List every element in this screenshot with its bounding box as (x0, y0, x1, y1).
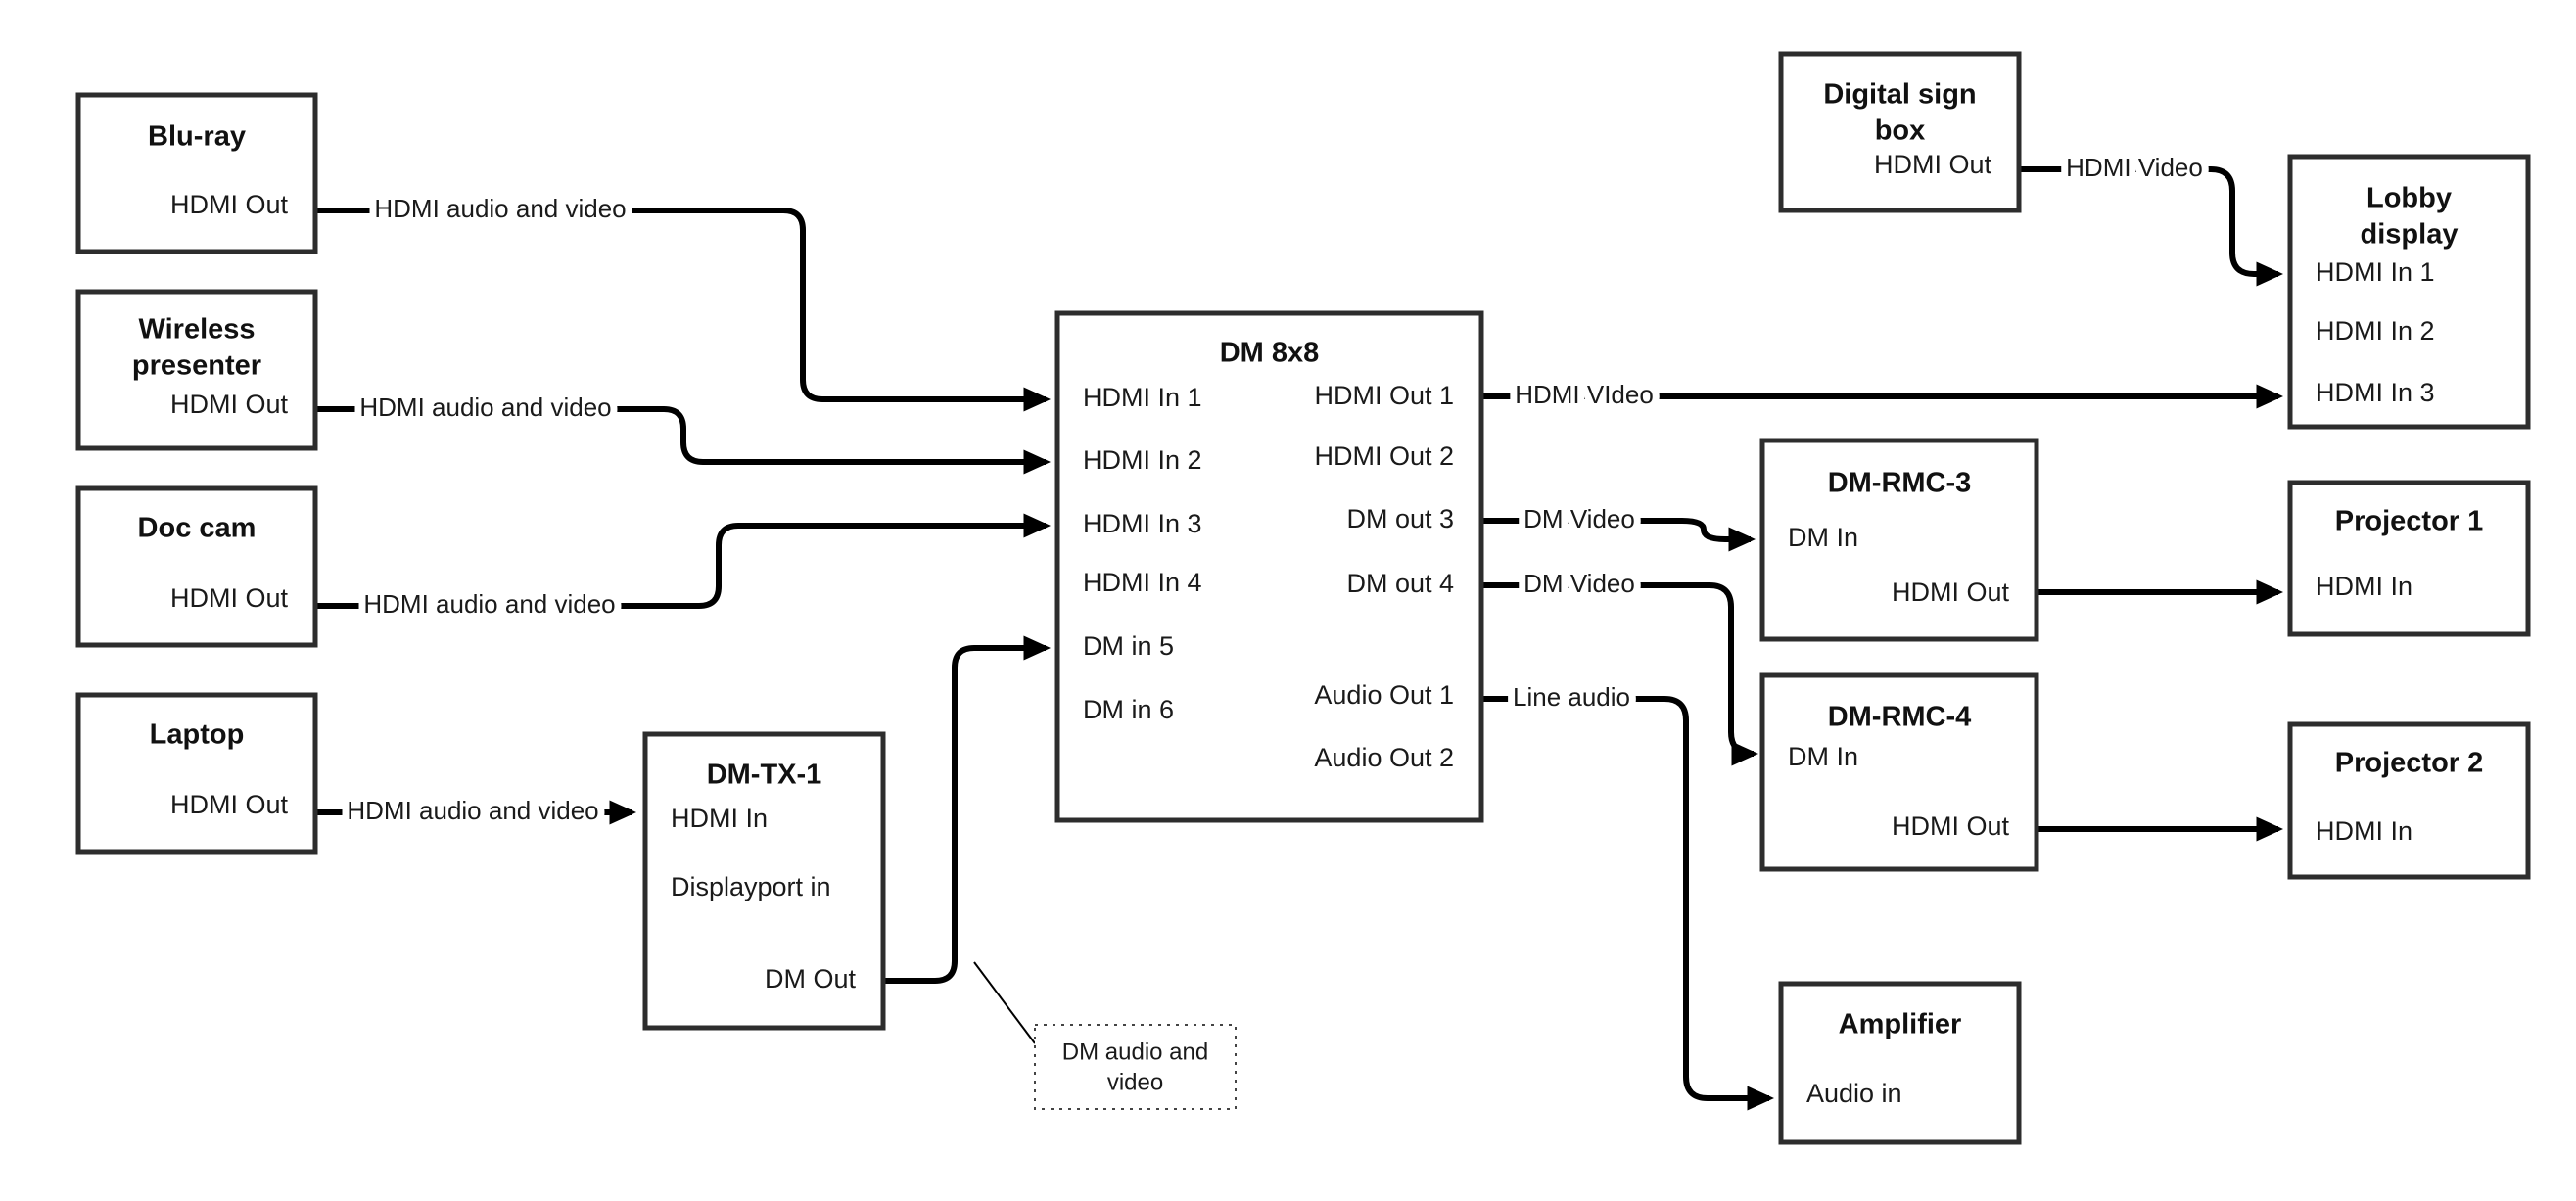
edge-label-digital-sign-to-lobby-hdmi-in-1: HDMI Video (2066, 153, 2203, 182)
lobby-display-box (2287, 154, 2531, 430)
wireless-presenter-title-line-2: presenter (132, 350, 261, 382)
laptop-port-hdmi-out: HDMI Out (170, 790, 289, 819)
dm-rmc-3-box (1759, 438, 2039, 642)
edge-digital-sign-to-lobby-hdmi-in-1 (2019, 166, 2283, 287)
dm-rmc-4-port-dm-in: DM In (1788, 742, 1858, 771)
wireless-presenter-title-line-1: Wireless (138, 314, 255, 346)
callout-text-line-2: video (1107, 1069, 1163, 1095)
callout-text-line-1: DM audio and (1062, 1039, 1208, 1065)
dm-rmc-4-title-line-1: DM-RMC-4 (1828, 702, 1972, 733)
amplifier-port-audio-in: Audio in (1806, 1079, 1902, 1108)
dm-8x8-port-hdmi-in-1: HDMI In 1 (1083, 383, 1202, 412)
dm-8x8-port-audio-out-2: Audio Out 2 (1314, 743, 1454, 772)
dm-rmc-4-box (1759, 672, 2039, 872)
node-dm-rmc-3: DM-RMC-3 DM In HDMI Out (1759, 438, 2039, 642)
dm-8x8-box (1054, 310, 1484, 823)
edge-layer (315, 166, 2283, 1111)
dm-tx-1-title-line-1: DM-TX-1 (707, 760, 822, 791)
edge-label-wireless-to-dm8x8-hdmi-in-2: HDMI audio and video (359, 393, 611, 422)
edge-label-dm8x8-dm-out-4-to-dm-rmc-4: DM Video (1523, 569, 1635, 598)
callout-leader-line (973, 961, 1036, 1044)
edge-dm8x8-audio-out-1-to-amplifier (1481, 696, 1774, 1111)
laptop-box (75, 692, 318, 855)
dm-rmc-3-port-dm-in: DM In (1788, 523, 1858, 552)
dm-8x8-port-hdmi-in-2: HDMI In 2 (1083, 445, 1202, 475)
doc-cam-box (75, 485, 318, 648)
dm-tx-1-port-displayport-in: Displayport in (671, 872, 831, 901)
node-dm-rmc-4: DM-RMC-4 DM In HDMI Out (1759, 672, 2039, 872)
dm-tx-1-port-hdmi-in: HDMI In (671, 804, 768, 833)
doc-cam-port-hdmi-out: HDMI Out (170, 583, 289, 613)
projector-1-title-line-1: Projector 1 (2335, 506, 2484, 537)
edge-label-blu-ray-to-dm8x8-hdmi-in-1: HDMI audio and video (374, 194, 626, 223)
lobby-display-port-hdmi-in-1: HDMI In 1 (2316, 257, 2435, 287)
dm-8x8-title-line-1: DM 8x8 (1220, 338, 1320, 369)
dm-8x8-port-dm-out-4: DM out 4 (1346, 569, 1454, 598)
dm-rmc-3-port-hdmi-out: HDMI Out (1892, 577, 2010, 607)
edge-label-dm8x8-audio-out-1-to-amplifier: Line audio (1513, 682, 1630, 712)
edge-dm-tx-1-dm-out-to-dm8x8-dm-in-5 (883, 635, 1051, 984)
callout-box (1034, 1024, 1237, 1110)
lobby-display-port-hdmi-in-3: HDMI In 3 (2316, 378, 2435, 407)
node-projector-1: Projector 1 HDMI In (2287, 480, 2531, 637)
blu-ray-title-line-1: Blu-ray (148, 121, 246, 153)
amplifier-title-line-1: Amplifier (1839, 1009, 1962, 1040)
dm-8x8-port-hdmi-out-2: HDMI Out 2 (1314, 441, 1454, 471)
projector-1-port-hdmi-in: HDMI In (2316, 572, 2412, 601)
digital-sign-box-port-hdmi-out: HDMI Out (1874, 150, 1992, 179)
projector-2-port-hdmi-in: HDMI In (2316, 816, 2412, 846)
dm-8x8-port-dm-in-6: DM in 6 (1083, 695, 1174, 724)
projector-2-box (2287, 721, 2531, 880)
edge-doc-cam-to-dm8x8-hdmi-in-3 (315, 513, 1051, 609)
wireless-presenter-box (75, 289, 318, 451)
digital-sign-box-title-line-2: box (1875, 115, 1926, 147)
dm-8x8-port-hdmi-out-1: HDMI Out 1 (1314, 381, 1454, 410)
dm-rmc-3-title-line-1: DM-RMC-3 (1828, 468, 1972, 499)
edge-wireless-to-dm8x8-hdmi-in-2 (315, 406, 1051, 475)
edge-label-dm8x8-hdmi-out-1-to-lobby-hdmi-in-3: HDMI VIdeo (1515, 380, 1654, 409)
laptop-title-line-1: Laptop (150, 719, 245, 751)
edge-blu-ray-to-dm8x8-hdmi-in-1 (315, 208, 1051, 412)
edge-label-laptop-to-dm-tx-1-hdmi-in: HDMI audio and video (347, 796, 598, 825)
edge-label-dm8x8-dm-out-3-to-dm-rmc-3: DM Video (1523, 504, 1635, 533)
dm-rmc-4-port-hdmi-out: HDMI Out (1892, 811, 2010, 841)
digital-sign-box-box (1778, 51, 2022, 213)
doc-cam-title-line-1: Doc cam (138, 513, 257, 544)
lobby-display-title-line-1: Lobby (2366, 183, 2452, 214)
dm-8x8-port-hdmi-in-4: HDMI In 4 (1083, 568, 1202, 597)
edge-dm8x8-dm-out-4-to-dm-rmc-4 (1481, 582, 1758, 766)
dm-tx-1-port-dm-out: DM Out (765, 964, 857, 993)
blu-ray-box (75, 92, 318, 254)
edge-label-doc-cam-to-dm8x8-hdmi-in-3: HDMI audio and video (363, 589, 615, 619)
wireless-presenter-port-hdmi-out: HDMI Out (170, 390, 289, 419)
dm-8x8-port-dm-in-5: DM in 5 (1083, 631, 1174, 661)
node-projector-2: Projector 2 HDMI In (2287, 721, 2531, 880)
projector-2-title-line-1: Projector 2 (2335, 748, 2484, 779)
dm-tx-1-box (642, 731, 886, 1031)
digital-sign-box-title-line-1: Digital sign (1823, 79, 1976, 111)
amplifier-box (1778, 981, 2022, 1145)
dm-8x8-port-dm-out-3: DM out 3 (1346, 504, 1454, 533)
projector-1-box (2287, 480, 2531, 637)
lobby-display-title-line-2: display (2361, 219, 2459, 251)
lobby-display-port-hdmi-in-2: HDMI In 2 (2316, 316, 2435, 346)
blu-ray-port-hdmi-out: HDMI Out (170, 190, 289, 219)
dm-8x8-port-hdmi-in-3: HDMI In 3 (1083, 509, 1202, 538)
edge-dm8x8-dm-out-3-to-dm-rmc-3 (1481, 518, 1756, 552)
dm-8x8-port-audio-out-1: Audio Out 1 (1314, 680, 1454, 710)
callout-layer: DM audio and video (973, 961, 1237, 1110)
